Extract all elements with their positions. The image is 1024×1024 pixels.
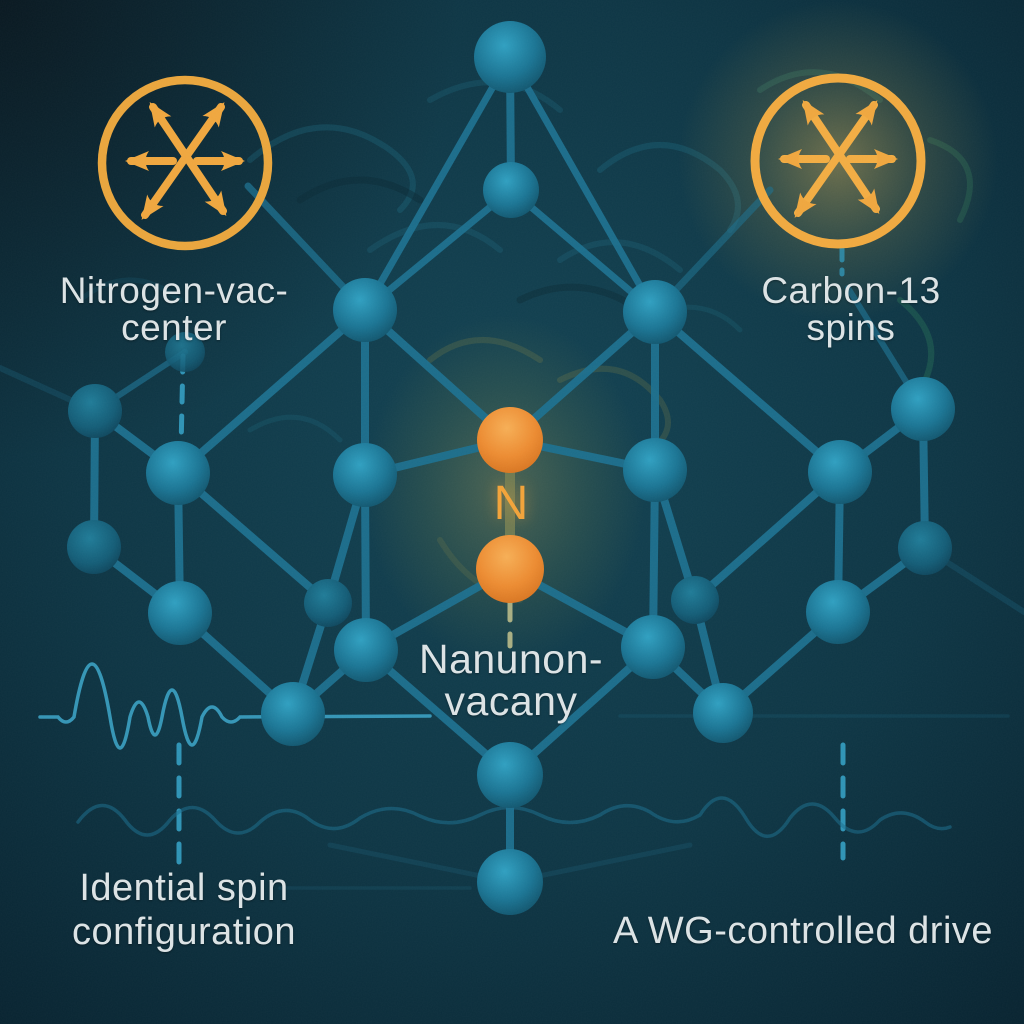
nv-center-label-line2: center bbox=[121, 307, 227, 348]
nv-center-label: Nitrogen-vac- center bbox=[60, 272, 289, 346]
carbon13-label-line1: Carbon-13 bbox=[761, 270, 941, 311]
identical-spin-label-line1: Idential spin bbox=[79, 867, 289, 909]
awg-drive-label: A WG-controlled drive bbox=[612, 910, 994, 952]
nano-vacancy-label-line2: vacany bbox=[444, 678, 578, 724]
carbon13-label: Carbon-13 spins bbox=[761, 272, 940, 346]
nano-vacancy-label-line1: Nanunon- bbox=[418, 636, 604, 682]
identical-spin-label-line2: configuration bbox=[71, 911, 297, 953]
carbon13-label-line2: spins bbox=[806, 307, 896, 348]
identical-spin-label: Idential spin configuration bbox=[72, 866, 296, 954]
nv-center-label-line1: Nitrogen-vac- bbox=[59, 270, 289, 311]
nano-vacancy-label: Nanunon- vacany bbox=[419, 638, 603, 722]
nitrogen-symbol: N bbox=[493, 477, 529, 530]
